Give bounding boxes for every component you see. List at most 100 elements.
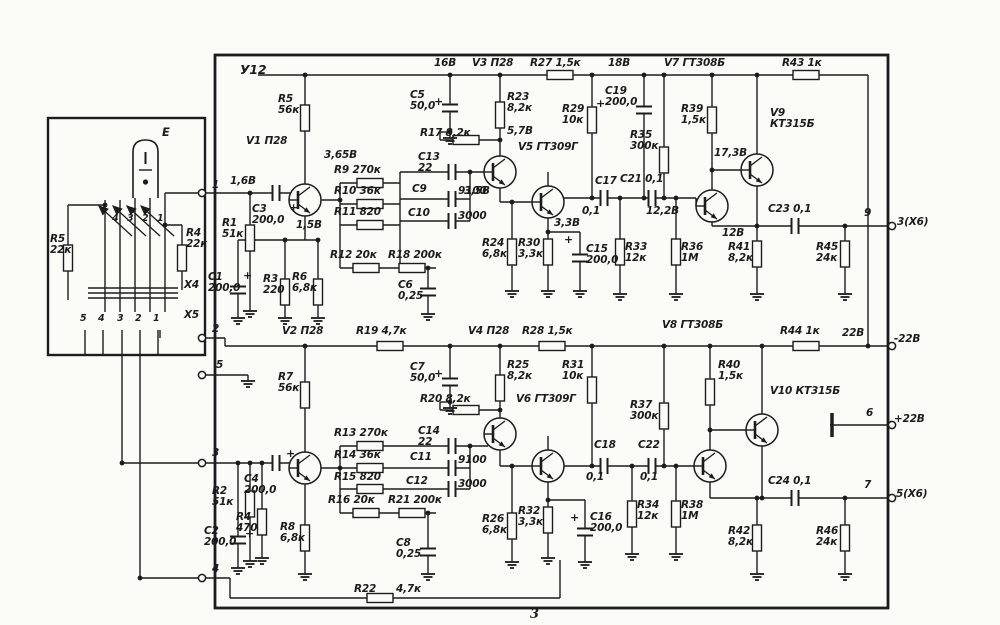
junction-dot [425, 265, 431, 271]
junction-dot [247, 190, 253, 196]
resistor-symbol [538, 340, 566, 352]
capacitor-gap [790, 223, 800, 229]
resistor-symbol [542, 238, 554, 266]
resistor-symbol [586, 106, 598, 134]
resistor-symbol [356, 462, 384, 474]
adjust-arrow [126, 205, 161, 237]
junction-dot [589, 195, 595, 201]
junction-dot [865, 343, 871, 349]
ground-symbol [505, 556, 519, 569]
resistor-symbol [452, 134, 480, 146]
junction-dot [673, 463, 679, 469]
capacitor-gap [271, 190, 281, 196]
resistor-symbol [279, 278, 291, 306]
resistor-symbol [356, 440, 384, 452]
ground-symbol [838, 288, 852, 301]
capacitor-gap [235, 285, 241, 295]
resistor-symbol [839, 240, 851, 268]
resistor-symbol [376, 340, 404, 352]
ground-symbol [669, 548, 683, 561]
capacitor-gap [577, 253, 583, 263]
junction-dot [589, 72, 595, 78]
ground-symbol [421, 568, 435, 581]
terminal-pin [887, 221, 897, 231]
transistor-symbol-v8 [693, 449, 727, 483]
capacitor-gap [271, 460, 281, 466]
ground-symbol [750, 288, 764, 301]
resistor-symbol [366, 592, 394, 604]
ground-symbol [298, 568, 312, 581]
resistor-symbol [614, 238, 626, 266]
junction-dot [337, 197, 343, 203]
resistor-symbol [839, 524, 851, 552]
junction-dot [545, 229, 551, 235]
transistor-symbol-v7 [695, 189, 729, 223]
capacitor-gap [447, 443, 457, 449]
resistor-symbol [356, 483, 384, 495]
junction-dot [641, 195, 647, 201]
transistor-symbol-v6 [531, 449, 565, 483]
terminal-pin [197, 333, 207, 343]
capacitor-gap [447, 169, 457, 175]
capacitor-gap [599, 463, 609, 469]
component-layer [62, 69, 897, 604]
junction-dot [447, 129, 453, 135]
junction-dot [661, 195, 667, 201]
resistor-symbol [356, 198, 384, 210]
input-module-outline [46, 116, 207, 357]
junction-dot [759, 343, 765, 349]
resistor-symbol [452, 404, 480, 416]
junction-dot [447, 399, 453, 405]
resistor-symbol [299, 524, 311, 552]
junction-dot [302, 343, 308, 349]
junction-dot [235, 460, 241, 466]
junction-dot [467, 169, 473, 175]
junction-dot [589, 343, 595, 349]
resistor-symbol [312, 278, 324, 306]
capacitor-gap [447, 465, 457, 471]
capacitor-gap [447, 196, 457, 202]
indicator-tube-symbol [132, 139, 159, 198]
junction-dot [661, 463, 667, 469]
junction-dot [447, 72, 453, 78]
junction-dot [447, 343, 453, 349]
terminal-pin [197, 458, 207, 468]
resistor-symbol [398, 507, 426, 519]
ground-symbol [311, 312, 325, 325]
adjust-arrow [98, 205, 133, 237]
terminal-pin [197, 188, 207, 198]
ground-symbol [243, 305, 257, 318]
terminal-pin [197, 370, 207, 380]
resistor-symbol [398, 262, 426, 274]
ground-symbol [578, 556, 592, 569]
resistor-symbol [706, 106, 718, 134]
main-unit-outline [213, 53, 890, 610]
resistor-symbol [352, 507, 380, 519]
junction-dot [497, 407, 503, 413]
junction-dot [102, 202, 108, 208]
ground-symbol [243, 555, 257, 568]
junction-dot [162, 222, 168, 228]
transistor-symbol-v3 [483, 155, 517, 189]
ground-symbol [443, 402, 457, 415]
junction-dot [707, 343, 713, 349]
ground-symbol [278, 312, 292, 325]
ground-symbol [231, 562, 245, 575]
ground-symbol [669, 288, 683, 301]
transistor-symbol-v4 [483, 417, 517, 451]
junction-dot [315, 237, 321, 243]
capacitor-gap [447, 218, 457, 224]
ground-symbol [838, 568, 852, 581]
resistor-symbol [506, 238, 518, 266]
resistor-symbol [356, 219, 384, 231]
resistor-symbol [670, 500, 682, 528]
capacitor-gap [647, 195, 657, 201]
capacitor-gap [447, 486, 457, 492]
resistor-symbol [299, 104, 311, 132]
resistor-symbol [256, 508, 268, 536]
junction-dot [497, 137, 503, 143]
junction-dot [759, 495, 765, 501]
terminal-pin [887, 341, 897, 351]
resistor-symbol [546, 69, 574, 81]
ground-symbol [241, 375, 255, 388]
